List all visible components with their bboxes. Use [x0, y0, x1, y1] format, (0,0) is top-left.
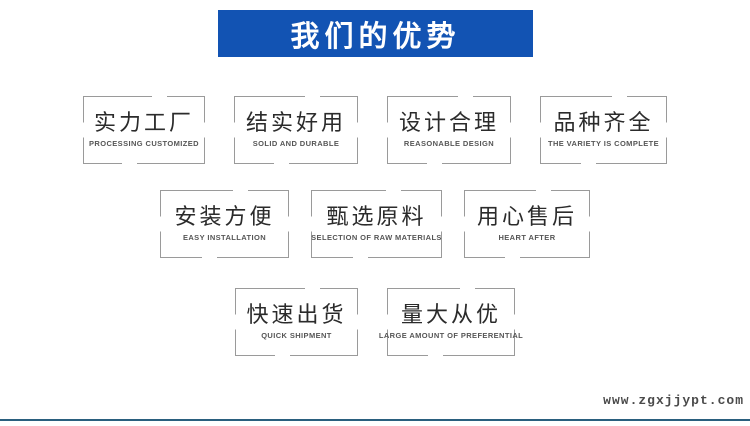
- border-gap: [459, 287, 475, 290]
- advantage-title: 快速出货: [246, 302, 347, 328]
- border-gap: [385, 189, 401, 192]
- border-gap: [201, 256, 217, 259]
- advantage-title: 结实好用: [245, 110, 346, 136]
- advantage-card: 设计合理 REASONABLE DESIGN: [387, 95, 511, 165]
- border-gap: [304, 287, 320, 290]
- border-gap: [457, 95, 473, 98]
- advantage-card: 量大从优 LARGE AMOUNT OF PREFERENTIAL: [379, 287, 523, 357]
- border-gap: [427, 162, 443, 165]
- border-gap: [274, 162, 290, 165]
- advantage-card: 实力工厂 PROCESSING CUSTOMIZED: [83, 95, 205, 165]
- advantage-row-2: 安装方便 EASY INSTALLATION 甄选原料 SELECTION OF…: [0, 189, 750, 259]
- advantage-subtitle: LARGE AMOUNT OF PREFERENTIAL: [378, 331, 524, 341]
- advantage-subtitle: HEART AFTER: [498, 233, 556, 243]
- advantage-subtitle: EASY INSTALLATION: [182, 233, 267, 243]
- border-gap: [428, 354, 444, 357]
- border-gap: [304, 95, 320, 98]
- page-title: 我们的优势: [290, 20, 461, 53]
- border-gap: [233, 189, 249, 192]
- border-gap: [152, 95, 168, 98]
- advantage-subtitle: PROCESSING CUSTOMIZED: [89, 139, 199, 149]
- advantage-title: 实力工厂: [93, 110, 194, 136]
- advantage-row-1: 实力工厂 PROCESSING CUSTOMIZED 结实好用 SOLID AN…: [0, 95, 750, 165]
- advantage-card: 安装方便 EASY INSTALLATION: [160, 189, 289, 259]
- advantage-title: 甄选原料: [326, 204, 427, 230]
- border-gap: [504, 256, 520, 259]
- advantage-card: 品种齐全 THE VARIETY IS COMPLETE: [540, 95, 667, 165]
- border-gap: [353, 256, 369, 259]
- advantage-title: 设计合理: [398, 110, 499, 136]
- website-watermark: www.zgxjjypt.com: [603, 393, 744, 408]
- advantage-card: 快速出货 QUICK SHIPMENT: [235, 287, 358, 357]
- advantage-title: 用心售后: [476, 204, 577, 230]
- advantage-row-3: 快速出货 QUICK SHIPMENT 量大从优 LARGE AMOUNT OF…: [0, 287, 750, 357]
- advantage-card: 结实好用 SOLID AND DURABLE: [234, 95, 358, 165]
- advantage-subtitle: REASONABLE DESIGN: [403, 139, 495, 149]
- border-gap: [581, 162, 596, 165]
- bottom-divider: [0, 419, 750, 421]
- advantage-subtitle: SELECTION OF RAW MATERIALS: [311, 233, 442, 243]
- border-gap: [122, 162, 138, 165]
- advantage-subtitle: QUICK SHIPMENT: [261, 331, 332, 341]
- advantage-title: 安装方便: [174, 204, 275, 230]
- advantage-subtitle: SOLID AND DURABLE: [252, 139, 340, 149]
- advantage-title: 品种齐全: [553, 110, 654, 136]
- advantage-card: 甄选原料 SELECTION OF RAW MATERIALS: [311, 189, 442, 259]
- advantage-card: 用心售后 HEART AFTER: [464, 189, 590, 259]
- advantage-subtitle: THE VARIETY IS COMPLETE: [547, 139, 660, 149]
- border-gap: [535, 189, 551, 192]
- border-gap: [274, 354, 290, 357]
- advantage-title: 量大从优: [400, 302, 501, 328]
- border-gap: [612, 95, 628, 98]
- header-banner: 我们的优势: [218, 10, 533, 57]
